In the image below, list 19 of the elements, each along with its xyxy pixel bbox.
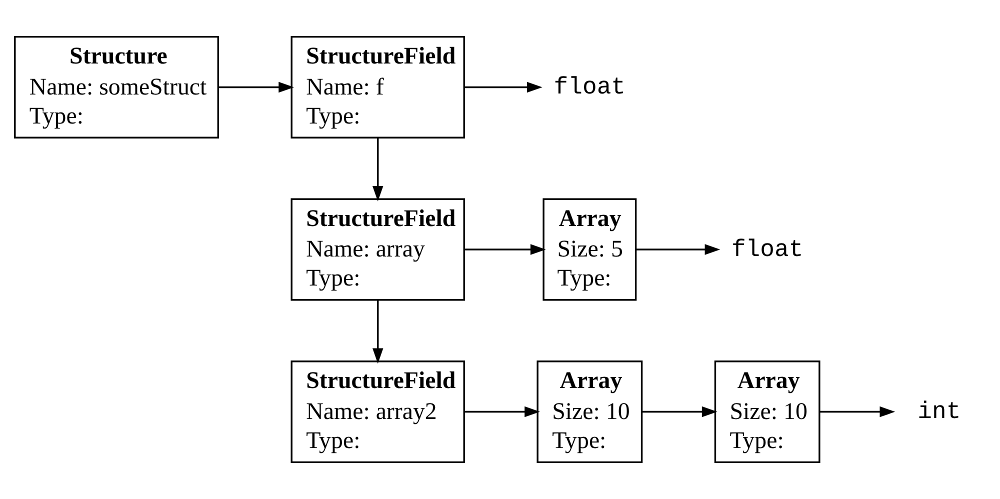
arrow bbox=[464, 82, 542, 93]
arrow bbox=[218, 82, 294, 93]
node-text: float bbox=[731, 236, 804, 264]
node-box: Structure Name: someStruct Type: bbox=[14, 36, 219, 138]
node-text: int bbox=[918, 399, 961, 426]
arrow bbox=[820, 406, 896, 418]
arrow bbox=[636, 244, 720, 255]
arrow bbox=[464, 406, 540, 418]
node-text: float bbox=[554, 74, 626, 102]
arrow bbox=[642, 406, 718, 418]
arrow bbox=[464, 244, 546, 255]
node-box: StructureField Name: f Type: bbox=[290, 36, 465, 138]
node-box: Array Size: 10 Type: bbox=[536, 360, 643, 464]
node-box: StructureField Name: array2 Type: bbox=[290, 360, 465, 464]
arrow bbox=[372, 300, 384, 364]
node-box: Array Size: 5 Type: bbox=[542, 198, 637, 301]
node-box: StructureField Name: array Type: bbox=[290, 198, 465, 301]
arrow bbox=[372, 138, 384, 202]
node-box: Array Size: 10 Type: bbox=[714, 360, 820, 464]
